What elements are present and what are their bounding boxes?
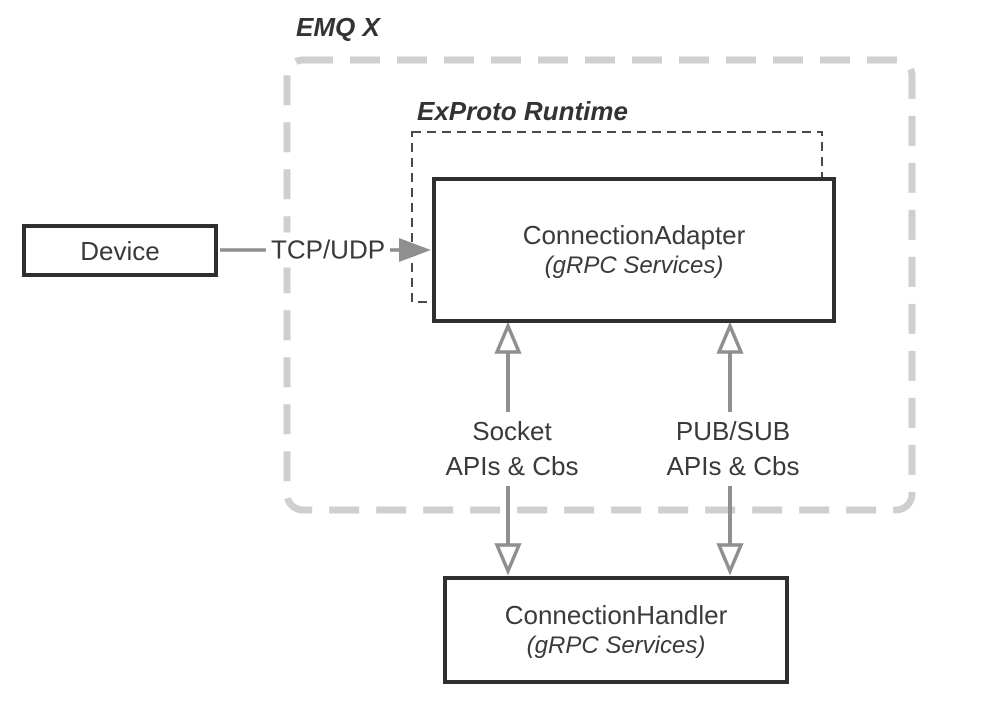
socket-edge-label: Socket APIs & Cbs	[437, 412, 587, 486]
pubsub-edge-label: PUB/SUB APIs & Cbs	[658, 412, 808, 486]
device-node-label: Device	[80, 235, 160, 266]
exproto-runtime-label: ExProto Runtime	[417, 96, 628, 126]
device-node: Device	[22, 224, 218, 277]
emqx-title: EMQ X	[296, 12, 380, 42]
connection-handler-title: ConnectionHandler	[504, 600, 728, 630]
connection-handler-node: ConnectionHandler (gRPC Services)	[443, 576, 789, 684]
pubsub-arrowhead-down-icon	[716, 543, 744, 576]
pubsub-arrowhead-up-icon	[716, 321, 744, 354]
socket-edge-label-line1: Socket	[472, 416, 552, 446]
connection-handler-subtitle: (gRPC Services)	[526, 632, 706, 659]
socket-arrowhead-up-icon	[494, 321, 522, 354]
tcp-udp-arrowhead-icon	[399, 238, 431, 262]
connection-adapter-subtitle: (gRPC Services)	[544, 252, 724, 279]
pubsub-edge-label-line1: PUB/SUB	[675, 416, 791, 446]
connection-adapter-title: ConnectionAdapter	[522, 220, 746, 250]
tcp-udp-edge-label: TCP/UDP	[265, 232, 391, 268]
pubsub-edge-label-line2: APIs & Cbs	[666, 451, 800, 481]
socket-edge-label-line2: APIs & Cbs	[445, 451, 579, 481]
connection-adapter-node: ConnectionAdapter (gRPC Services)	[432, 177, 836, 323]
emqx-boundary	[283, 56, 916, 514]
socket-arrowhead-down-icon	[494, 543, 522, 576]
